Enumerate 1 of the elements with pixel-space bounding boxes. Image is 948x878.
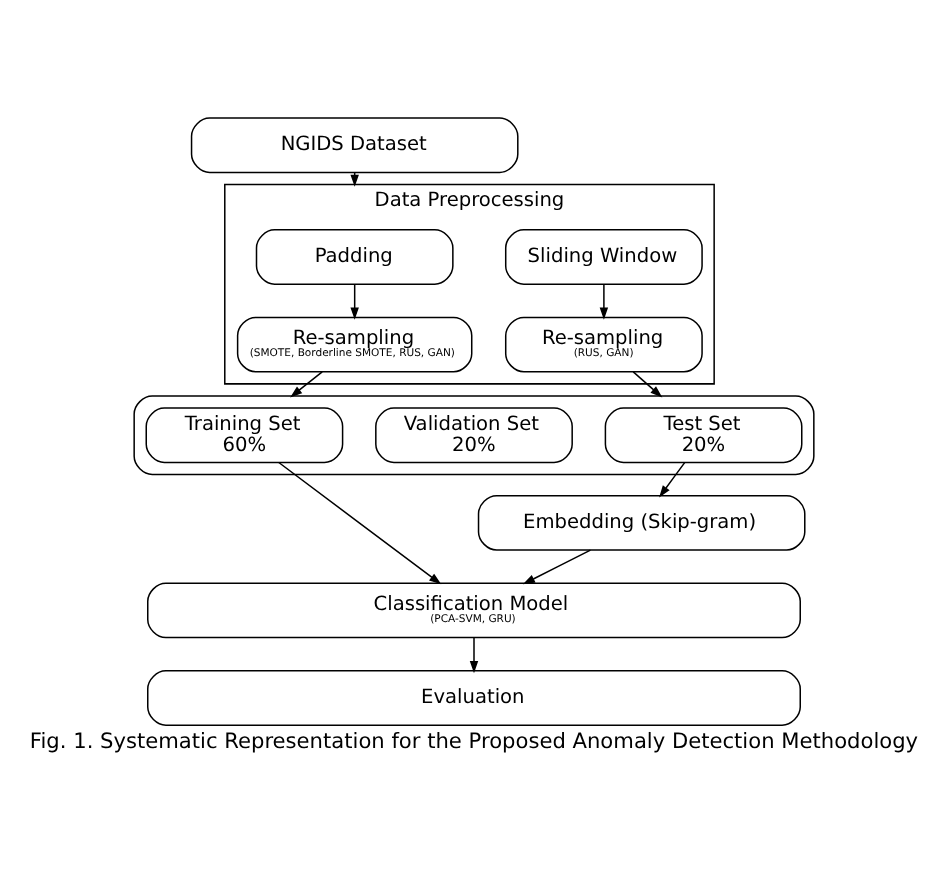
caption: Fig. 1. Systematic Representation for the Proposed Anomaly Detection Methodology — [29, 730, 919, 755]
